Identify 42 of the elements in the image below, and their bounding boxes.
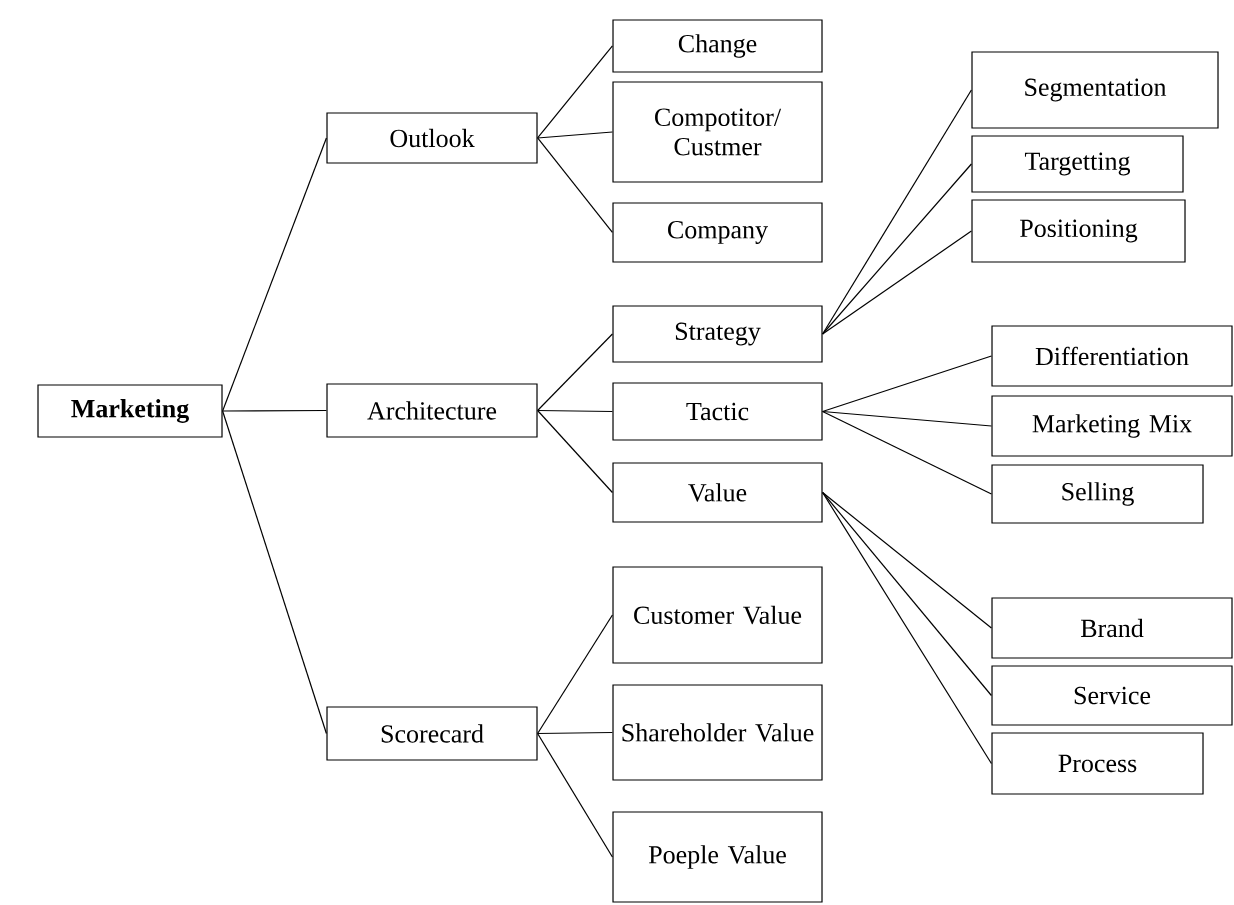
topic-box: Targetting (971, 135, 1184, 193)
topic-box: Outlook (326, 112, 538, 164)
connector-line (537, 131, 613, 139)
topic-box: Scorecard (326, 706, 538, 761)
connector-line (822, 89, 972, 335)
connector-line (537, 333, 613, 412)
connector-line (822, 491, 992, 765)
connector-line (822, 491, 992, 629)
topic-box: Differentiation (991, 325, 1233, 387)
topic-box: Customer Value (612, 566, 823, 664)
topic-box: Poeple Value (612, 811, 823, 903)
topic-box: Architecture (326, 383, 538, 438)
connector-line (822, 355, 992, 413)
connector-line (537, 137, 613, 234)
topic-box: Compotitor/ Custmer (612, 81, 823, 183)
topic-box: Change (612, 19, 823, 73)
topic-box: Tactic (612, 382, 823, 441)
connector-line (822, 230, 972, 335)
topic-box: Process (991, 732, 1204, 795)
connector-line (537, 409, 613, 494)
connector-line (822, 410, 992, 495)
topic-box: Service (991, 665, 1233, 726)
topic-box: Marketing Mix (991, 395, 1233, 457)
connector-line (822, 163, 972, 335)
topic-box: Selling (991, 464, 1204, 524)
connector-line (537, 409, 613, 413)
connector-line (222, 137, 327, 412)
connector-line (537, 45, 613, 139)
connector-line (822, 410, 992, 427)
connector-line (537, 614, 613, 735)
connector-line (222, 409, 327, 412)
topic-box: Company (612, 202, 823, 263)
topic-box: Segmentation (971, 51, 1219, 129)
topic-box: Strategy (612, 305, 823, 363)
connector-line (222, 410, 327, 735)
topic-box: Brand (991, 597, 1233, 659)
topic-box: Shareholder Value (612, 684, 823, 781)
connector-line (537, 731, 613, 735)
topic-box: Value (612, 462, 823, 523)
topic-box: Positioning (971, 199, 1186, 263)
root-box: Marketing (37, 384, 223, 438)
connector-line (537, 732, 613, 858)
